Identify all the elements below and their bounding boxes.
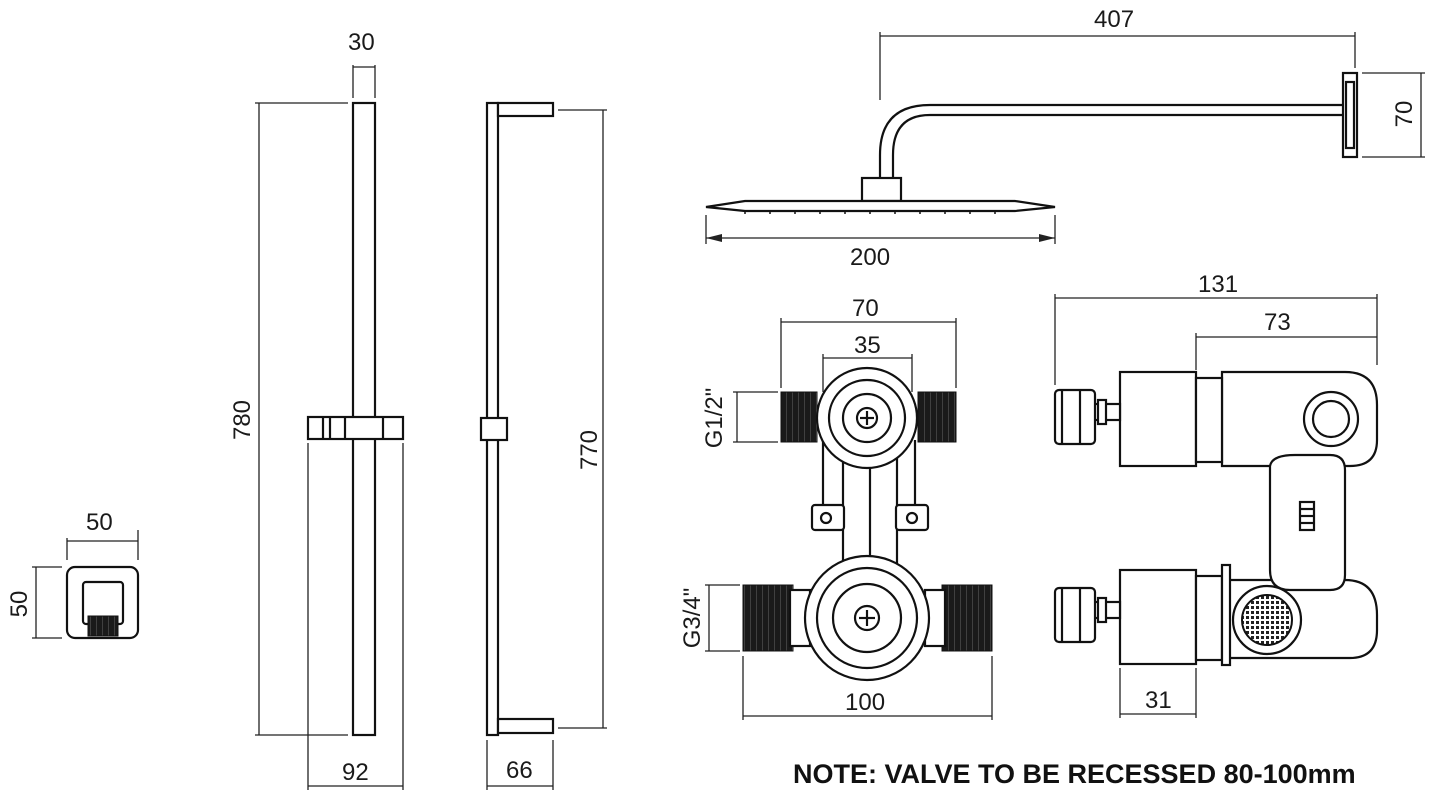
valve-side-inner-label: 73: [1264, 309, 1291, 336]
head-width-label: 200: [850, 244, 890, 271]
shower-arm-head: [705, 32, 1425, 244]
recess-note: NOTE: VALVE TO BE RECESSED 80-100mm: [793, 759, 1356, 789]
rail-bracket-label: 92: [342, 759, 369, 786]
arm-length-label: 407: [1094, 6, 1134, 33]
slide-rail-front: [255, 65, 405, 790]
slide-rail-side: [479, 101, 607, 790]
valve-bottom-width-label: 100: [845, 689, 885, 716]
outlet-height-label: 50: [6, 591, 33, 618]
valve-inlet-top-label: G1/2": [701, 388, 728, 449]
valve-inlet-bottom-label: G3/4": [679, 588, 706, 649]
rail-side-length-label: 770: [576, 430, 603, 470]
valve-side-depth-label: 131: [1198, 271, 1238, 298]
valve-side-offset-label: 31: [1145, 687, 1172, 714]
valve-side: [1053, 294, 1379, 718]
valve-width-label: 70: [852, 295, 879, 322]
valve-front: [705, 318, 993, 720]
rail-depth-label: 30: [348, 29, 375, 56]
outlet-width-label: 50: [86, 509, 113, 536]
arm-flange-label: 70: [1391, 101, 1418, 128]
rail-length-label: 780: [229, 400, 256, 440]
valve-inner-label: 35: [854, 332, 881, 359]
rail-side-depth-label: 66: [506, 757, 533, 784]
wall-outlet: [32, 530, 140, 640]
